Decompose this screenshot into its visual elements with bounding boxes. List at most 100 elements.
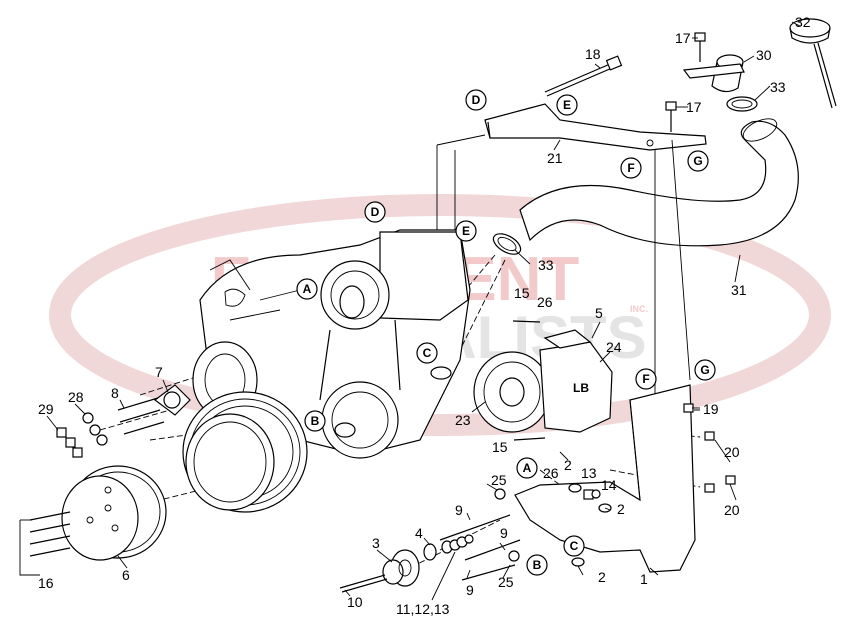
idler-pulley-assembly	[319, 319, 452, 459]
crank-pulley-6	[61, 465, 167, 561]
callout-29: 29	[38, 401, 54, 417]
fan-bolts-8	[117, 397, 165, 435]
fan-spacer-7	[154, 384, 191, 416]
callout-9c: 9	[466, 582, 474, 598]
callout-7: 7	[155, 364, 163, 380]
callout-23: 23	[455, 412, 471, 428]
callout-25b: 25	[498, 574, 514, 590]
washers-11-12-13	[449, 534, 474, 551]
pump-lb-label: LB	[573, 381, 589, 395]
washers-28	[82, 412, 108, 446]
ref-b-bottom: B	[526, 554, 548, 576]
small-bracket	[682, 32, 745, 79]
callout-17b: 17	[686, 99, 702, 115]
ref-d-mid: D	[364, 201, 386, 223]
callout-17a: 17	[675, 30, 691, 46]
svg-text:E: E	[563, 98, 571, 112]
pulley-bolts-16	[29, 511, 71, 557]
callout-1: 1	[640, 571, 648, 587]
callout-8: 8	[111, 385, 119, 401]
callout-32: 32	[795, 14, 811, 30]
callout-28: 28	[68, 389, 84, 405]
callout-19: 19	[703, 401, 719, 417]
svg-text:C: C	[570, 539, 579, 553]
callout-15b: 15	[492, 439, 508, 455]
ref-e-mid: E	[455, 220, 477, 242]
nut-19	[683, 403, 694, 413]
svg-text:G: G	[693, 154, 702, 168]
callout-2c: 2	[598, 569, 606, 585]
bolts-9	[439, 514, 521, 581]
callout-5: 5	[595, 305, 603, 321]
svg-text:D: D	[371, 205, 380, 219]
callout-15a: 15	[514, 285, 530, 301]
callout-24: 24	[606, 339, 622, 355]
callout-13: 13	[581, 465, 597, 481]
washers-25	[494, 488, 520, 562]
callout-numbers: 17 32 30 33 18 17 21 31 33 15 26 5 24 23…	[38, 14, 811, 617]
idler-pulley-3	[382, 549, 420, 587]
coolant-pipe-31	[519, 118, 799, 247]
callout-11-12-13: 11,12,13	[396, 601, 450, 617]
hose-clamp-middle	[492, 233, 522, 255]
bolt-17	[665, 101, 677, 132]
callout-16: 16	[38, 575, 54, 591]
nut-13-14	[583, 489, 601, 500]
svg-text:B: B	[311, 414, 320, 428]
nuts-20	[704, 431, 736, 493]
callout-26a: 26	[537, 294, 553, 310]
circle-letter-references: D E F G D E A C B F G A C B	[296, 89, 716, 576]
callout-20b: 20	[724, 502, 740, 518]
svg-text:F: F	[627, 161, 634, 175]
ref-d-top: D	[465, 89, 487, 111]
callout-33a: 33	[770, 79, 786, 95]
callout-10: 10	[347, 594, 363, 610]
pump-23: LB	[473, 329, 613, 433]
callout-leaders	[46, 21, 801, 601]
ref-f-right: F	[635, 368, 657, 390]
callout-30: 30	[756, 47, 772, 63]
callout-4: 4	[415, 525, 423, 541]
callout-2b: 2	[617, 501, 625, 517]
bolt-10	[339, 574, 388, 593]
ref-f-top: F	[620, 157, 642, 179]
svg-text:A: A	[523, 461, 532, 475]
callout-2a: 2	[564, 457, 572, 473]
callout-3: 3	[372, 535, 380, 551]
ref-a-bottom: A	[516, 457, 538, 479]
long-bolt-18	[544, 55, 623, 97]
callout-25a: 25	[491, 472, 507, 488]
ref-b-left: B	[304, 410, 326, 432]
bolts-15	[512, 320, 546, 441]
svg-text:A: A	[303, 282, 312, 296]
callout-9b: 9	[500, 525, 508, 541]
callout-18: 18	[585, 46, 601, 62]
svg-text:D: D	[472, 93, 481, 107]
spacer-4	[423, 540, 453, 561]
callout-9a: 9	[455, 502, 463, 518]
callout-26b: 26	[543, 465, 559, 481]
filler-cap-part	[789, 18, 837, 109]
ref-c-mid: C	[416, 342, 438, 364]
hose-clamp-upper	[726, 96, 758, 112]
svg-text:G: G	[700, 363, 709, 377]
callout-14: 14	[601, 477, 617, 493]
svg-text:F: F	[642, 372, 649, 386]
ref-g-right: G	[694, 359, 716, 381]
pipe-bracket-21	[484, 103, 707, 151]
callout-20a: 20	[724, 444, 740, 460]
watermark-inc: INC.	[630, 304, 648, 314]
nuts-29	[56, 427, 83, 458]
callout-21: 21	[547, 150, 563, 166]
svg-text:E: E	[462, 224, 470, 238]
ref-a-left: A	[296, 278, 318, 300]
damper-pulley	[182, 391, 308, 513]
svg-text:B: B	[533, 558, 542, 572]
ref-g-top: G	[687, 150, 709, 172]
ref-e-top: E	[556, 94, 578, 116]
svg-text:C: C	[423, 346, 432, 360]
ref-c-bottom: C	[563, 535, 585, 557]
alternator-upper	[320, 231, 469, 330]
callout-33b: 33	[538, 257, 554, 273]
